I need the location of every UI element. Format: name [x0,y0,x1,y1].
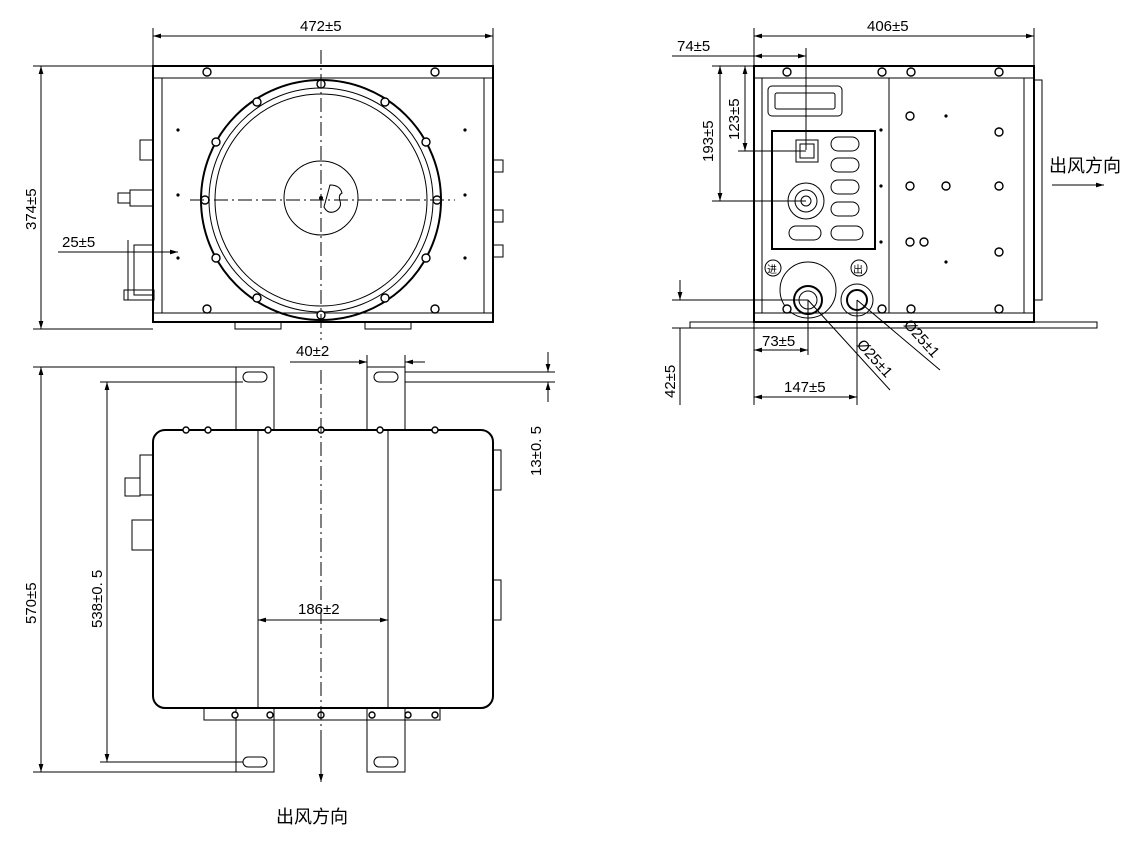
inlet-pipe-dia: Ø25±1 [853,336,896,381]
dim-538: 538±0. 5 [89,570,106,628]
dim-570: 570±5 [23,582,40,624]
dim-40: 40±2 [296,343,329,360]
side-handle [767,85,843,117]
front-offset-dim: 25±5 [62,234,95,251]
side-airflow-label: 出风方向 [1049,156,1121,177]
connector-panel [771,130,876,250]
front-view: 472±5 374±5 25±5 [23,18,504,340]
front-housing [152,65,494,323]
outlet-mark: 出 [853,263,863,276]
dim-147: 147±5 [784,379,826,396]
fan-hub [283,160,359,236]
dim-73: 73±5 [762,333,795,350]
top-housing [152,429,494,709]
top-airflow-label: 出风方向 [276,807,348,828]
front-width-dim: 472±5 [300,18,342,35]
dim-193: 193±5 [700,120,717,162]
dim-13: 13±0. 5 [528,426,545,476]
top-view: 40±2 13±0. 5 570±5 538±0. 5 186±2 出风方向 [23,343,555,828]
side-housing [753,65,1035,323]
side-width-dim: 406±5 [867,18,909,35]
side-base-plate [689,321,1098,329]
front-height-dim: 374±5 [23,188,40,230]
dim-74: 74±5 [677,38,710,55]
dim-42: 42±5 [662,365,679,398]
dim-186: 186±2 [298,601,340,618]
side-view: 进 出 406±5 74±5 193±5 [662,18,1121,405]
dim-123: 123±5 [726,98,743,140]
inlet-mark: 进 [767,264,777,276]
